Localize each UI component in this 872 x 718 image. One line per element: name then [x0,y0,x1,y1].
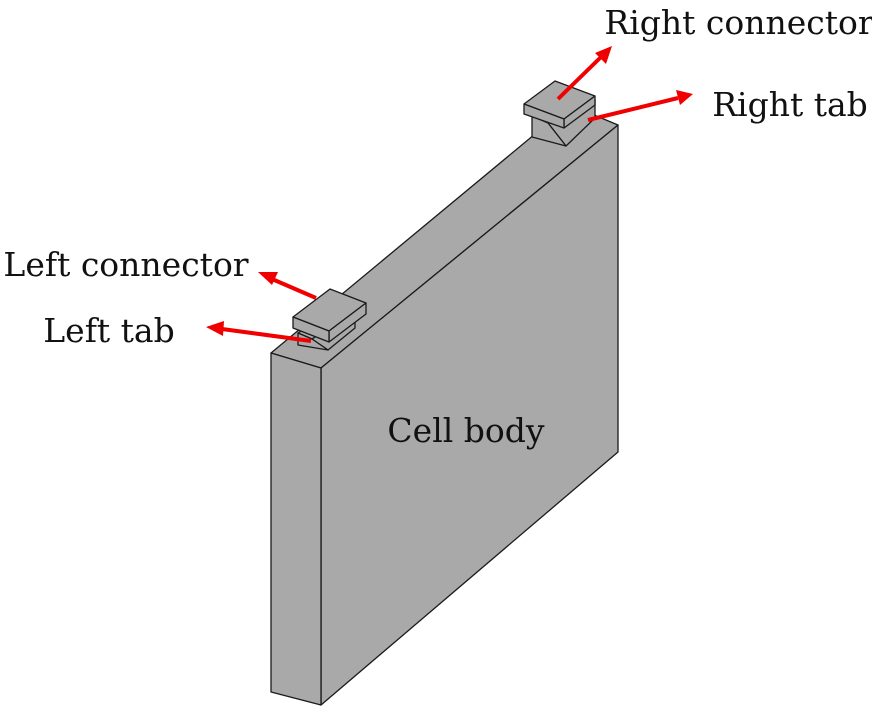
label-right-tab: Right tab [712,85,868,124]
label-left-connector: Left connector [3,245,248,284]
left-connector-front [292,316,330,343]
cell-body-front-face [270,352,322,706]
label-right-connector: Right connector [604,3,872,42]
right-connector-front [523,103,565,129]
arrow-right-connector [556,46,612,101]
cell-body [270,104,619,706]
arrow-left-tab [206,321,312,343]
label-cell-body: Cell body [387,411,544,450]
left-connector [292,288,367,343]
arrow-left-connector [258,272,317,300]
arrow-right-tab [587,90,693,122]
label-left-tab: Left tab [43,311,174,350]
